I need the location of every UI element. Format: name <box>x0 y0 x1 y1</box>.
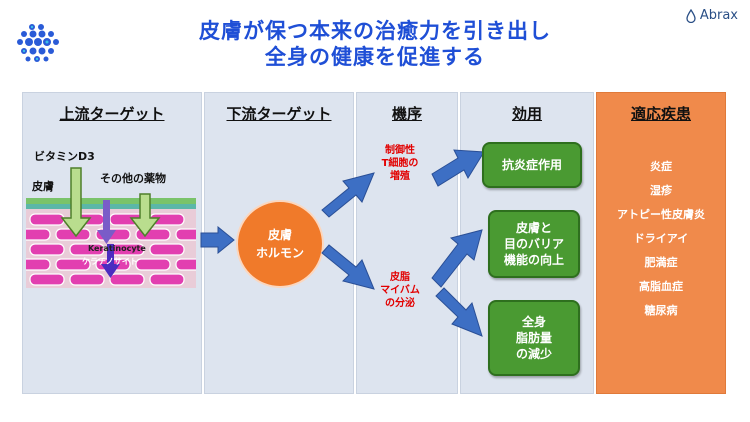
effect-barrier: 皮膚と 目のバリア 機能の向上 <box>488 210 580 278</box>
indication-item: アトピー性皮膚炎 <box>617 208 705 221</box>
drug-penetration-arrows <box>60 167 161 278</box>
arrow-to-hormone <box>200 226 235 254</box>
indications-panel: 適応疾患 <box>596 92 726 394</box>
mechanism-meibum: 皮脂 マイバム の分泌 <box>380 272 420 309</box>
effect-anti-inflammation: 抗炎症作用 <box>482 142 582 188</box>
other-drugs-label: その他の薬物 <box>100 172 166 185</box>
indication-item: 肥満症 <box>644 256 678 269</box>
title-line-2: 全身の健康を促進する <box>265 45 485 69</box>
effect-fat-reduction-label: 全身 脂肪量 の減少 <box>515 315 552 361</box>
signal-arrow <box>97 200 116 244</box>
indication-item: ドライアイ <box>633 232 689 245</box>
mechanism-title: 機序 <box>391 105 422 123</box>
mechanism-panel: 機序 <box>356 92 458 394</box>
effect-title: 効用 <box>511 105 542 123</box>
cell-label-en: Keratinocyte <box>88 244 146 253</box>
effect-fat-reduction: 全身 脂肪量 の減少 <box>488 300 580 376</box>
arrows-to-effects <box>431 149 485 337</box>
vitamin-d3-label: ビタミンD3 <box>34 150 95 163</box>
indication-item: 糖尿病 <box>644 304 678 317</box>
arrows-to-mechanisms <box>321 172 375 290</box>
skin-label: 皮膚 <box>32 180 54 193</box>
indications-list: 炎症 湿疹 アトピー性皮膚炎 ドライアイ 肥満症 高脂血症 糖尿病 <box>596 158 726 326</box>
title-line-1: 皮膚が保つ本来の治癒力を引き出し <box>199 19 551 43</box>
mechanism-treg: 制御性 T細胞の 増殖 <box>381 145 419 182</box>
indication-item: 炎症 <box>650 160 672 173</box>
brand: Abrax <box>686 8 738 23</box>
inner-arrow <box>101 244 120 278</box>
indication-item: 湿疹 <box>650 184 672 197</box>
cell-label-ja: ケラチノサイト <box>82 257 138 266</box>
upstream-title: 上流ターゲット <box>59 105 165 123</box>
skin-hormone-node: 皮膚 ホルモン <box>236 200 324 288</box>
drop-icon <box>686 8 696 23</box>
page-title: 皮膚が保つ本来の治癒力を引き出し 全身の健康を促進する <box>120 18 630 70</box>
indication-item: 高脂血症 <box>639 280 683 293</box>
effect-anti-inflammation-label: 抗炎症作用 <box>501 158 562 172</box>
effect-barrier-label: 皮膚と 目のバリア 機能の向上 <box>503 221 564 267</box>
vitamin-d3-arrow <box>60 167 92 238</box>
company-logo <box>17 24 59 62</box>
downstream-title: 下流ターゲット <box>226 105 332 123</box>
other-drug-arrow <box>129 193 161 238</box>
indications-title: 適応疾患 <box>630 105 691 123</box>
brand-name: Abrax <box>699 8 738 23</box>
